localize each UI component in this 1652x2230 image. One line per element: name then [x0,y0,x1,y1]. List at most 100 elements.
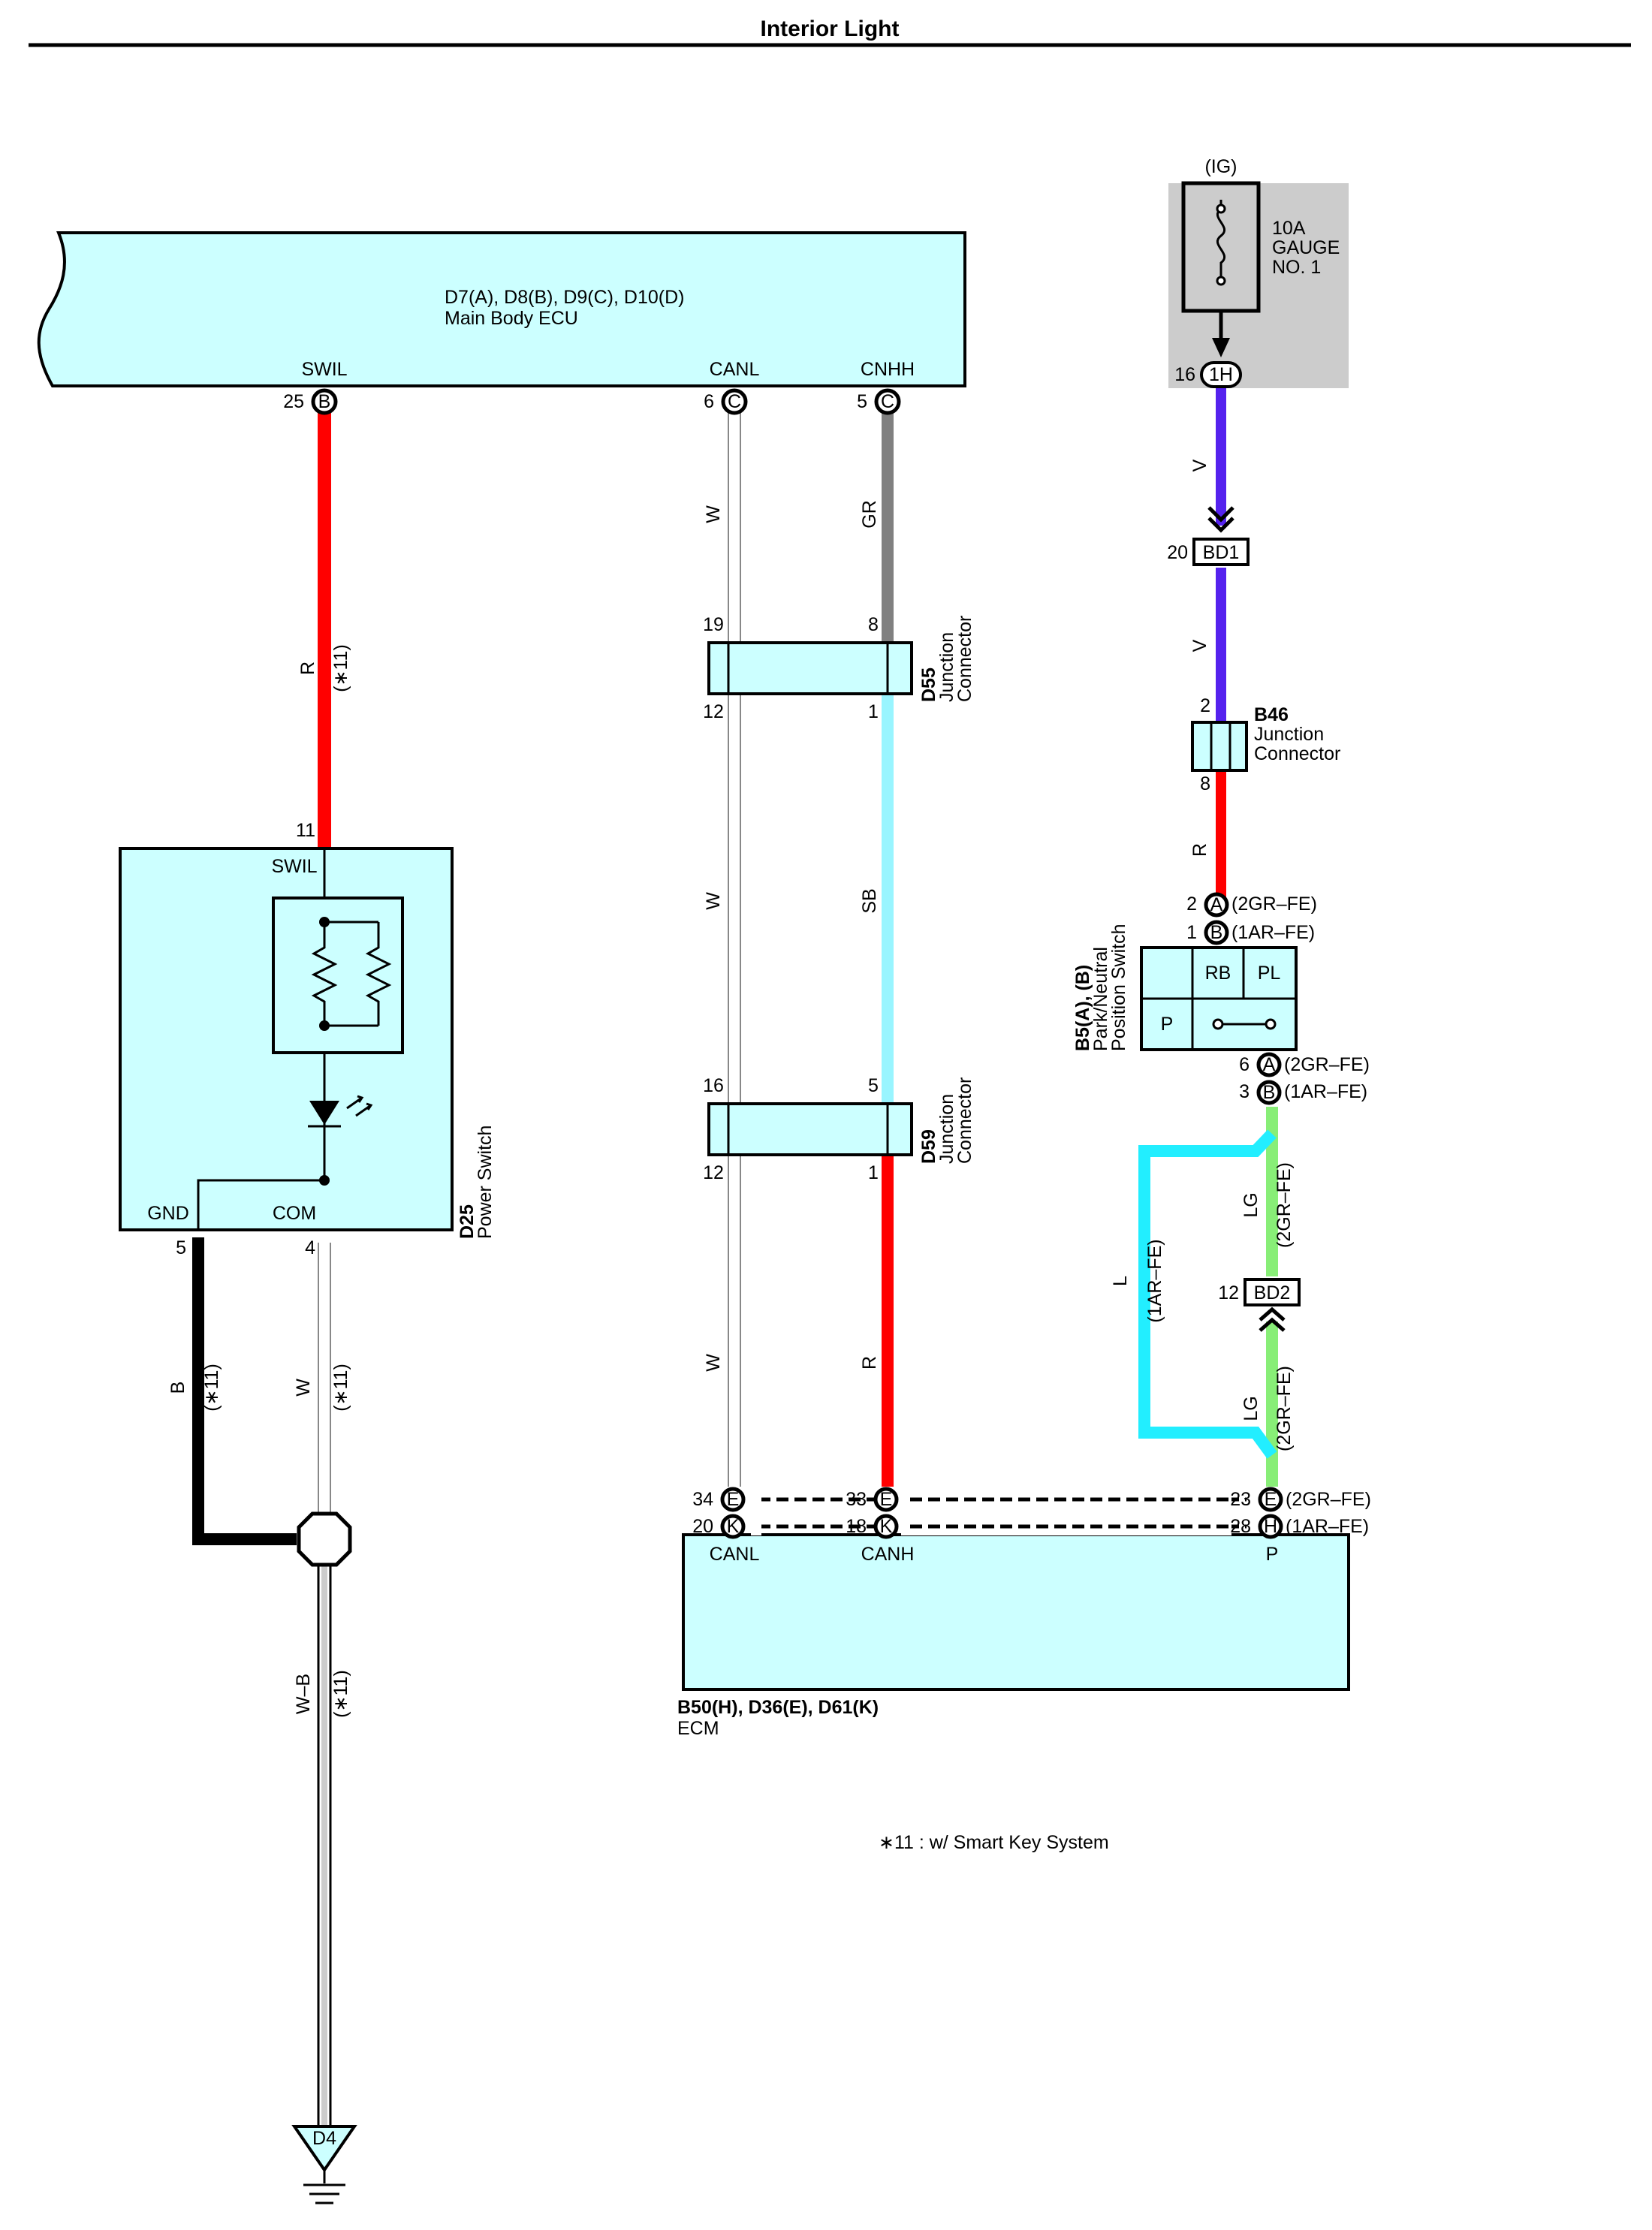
d55-pin-tr: 8 [868,614,879,635]
svg-text:(∗11): (∗11) [330,1364,351,1412]
svg-text:5: 5 [857,391,867,412]
fuse-arrow-icon [1212,338,1230,357]
svg-text:B: B [1263,1082,1276,1103]
svg-text:12: 12 [1218,1282,1239,1303]
wire-label-can-r: R [859,1356,880,1370]
d59-pin-br: 1 [868,1162,879,1183]
pnp-cell-p: P [1161,1014,1174,1035]
b46-code: B46 [1254,704,1289,725]
svg-text:LG: LG [1241,1396,1262,1421]
d55-name-2: Connector [954,616,975,702]
wire-label-lg1: LG [1241,1192,1262,1217]
svg-text:1: 1 [1186,922,1197,943]
bd2-connector: 12 BD2 [1218,1278,1301,1306]
svg-text:V: V [1189,639,1210,652]
bd1-connector: 20 BD1 [1167,538,1250,566]
ecm-pin-33: 33 E [846,1487,899,1512]
ground-label: D4 [312,2128,336,2149]
ecm-term-canl: CANL [710,1544,760,1565]
led-icon [309,1101,339,1125]
svg-text:W: W [703,1354,724,1372]
wire-l-blue [1138,1129,1277,1459]
svg-text:20: 20 [692,1516,713,1537]
svg-text:E: E [727,1489,740,1510]
b46-name-2: Connector [1254,743,1340,764]
bd2-chevron-icon [1259,1306,1286,1332]
svg-text:23: 23 [1230,1489,1251,1510]
wire-label-l: L [1110,1276,1131,1286]
wire-label-b46-r: R [1189,843,1210,857]
fuse-name-1: GAUGE [1272,237,1340,258]
pnp-switch-body [1140,946,1298,1051]
wire-label-gnd-b-note: (∗11) [201,1364,222,1412]
svg-text:SB: SB [859,888,880,913]
svg-text:V: V [1189,459,1210,472]
d59-code: D59 [918,1129,939,1164]
svg-text:W: W [703,892,724,910]
pnp-bottom-pin-a: 6 A (2GR–FE) [1239,1052,1370,1077]
ecu-pin-canl: 6 C [704,388,748,415]
svg-text:W–B: W–B [293,1674,314,1714]
ecu-pin-cnhh: 5 C [857,388,901,415]
svg-text:B: B [167,1382,188,1394]
b46-pin-bottom: 8 [1200,773,1210,794]
svg-text:(1AR–FE): (1AR–FE) [1144,1239,1165,1322]
wire-label-swil-note: (∗11) [330,644,351,692]
ecm-box [682,1533,1350,1691]
svg-text:R: R [1189,843,1210,857]
svg-text:3: 3 [1239,1081,1250,1102]
wire-label-canl-w3: W [703,1354,724,1372]
main-body-ecu-name: Main Body ECU [445,308,578,329]
svg-text:20: 20 [1167,542,1188,563]
svg-text:(∗11): (∗11) [330,644,351,692]
svg-text:C: C [881,391,894,412]
svg-text:(2GR–FE): (2GR–FE) [1274,1366,1295,1451]
power-switch-resistor-box [272,897,404,1054]
pnp-contact-icon [1212,1018,1277,1030]
footnote: ∗11 : w/ Smart Key System [879,1832,1109,1853]
svg-text:W: W [293,1379,314,1397]
ecm-pin-28: 28 H (1AR–FE) [1230,1514,1369,1539]
wire-label-lg1-note: (2GR–FE) [1274,1162,1295,1248]
wire-label-com-w: W [293,1379,314,1397]
wire-label-ig-v1: V [1189,459,1210,472]
wire-label-cnhh-gr: GR [859,500,880,529]
wire-label-l-note: (1AR–FE) [1144,1239,1165,1322]
svg-text:BD2: BD2 [1254,1282,1291,1303]
fuse-supply-label: (IG) [1204,156,1237,177]
svg-text:33: 33 [846,1489,867,1510]
ecu-pin-swil: 25 B [283,388,338,415]
wire-label-lg2: LG [1241,1396,1262,1421]
wire-label-can-sb: SB [859,888,880,913]
ecu-term-cnhh: CNHH [861,359,915,380]
wire-gnd-black [192,1237,297,1545]
svg-text:K: K [727,1516,740,1537]
b46-pin-top: 2 [1200,695,1210,716]
svg-text:W: W [703,505,724,523]
wire-label-gnd-b: B [167,1382,188,1394]
splice-point [297,1511,352,1567]
svg-text:LG: LG [1241,1192,1262,1217]
resistor-icon-2 [365,922,392,1026]
main-body-ecu-box [37,231,966,387]
b46-junction-connector [1191,721,1248,772]
svg-text:(1AR–FE): (1AR–FE) [1286,1516,1369,1537]
d59-pin-tl: 16 [703,1075,724,1096]
fuse-rating: 10A [1272,218,1306,239]
pnp-cell-pl: PL [1258,963,1281,984]
svg-text:(2GR–FE): (2GR–FE) [1274,1162,1295,1248]
wire-label-canl-w1: W [703,505,724,523]
d55-pin-tl: 19 [703,614,724,635]
fuse-pin-1h: 16 1H [1174,361,1242,388]
pnp-bottom-pin-b: 3 B (1AR–FE) [1239,1080,1367,1105]
pnp-name-1: Park/Neutral [1090,947,1111,1051]
svg-text:1H: 1H [1209,364,1233,385]
svg-text:28: 28 [1230,1516,1251,1537]
wire-com-white [318,1243,331,1515]
d59-pin-tr: 5 [868,1075,879,1096]
d59-name-2: Connector [954,1077,975,1164]
d55-name-1: Junction [936,632,957,702]
power-switch-box [119,847,454,1231]
svg-text:K: K [880,1516,893,1537]
